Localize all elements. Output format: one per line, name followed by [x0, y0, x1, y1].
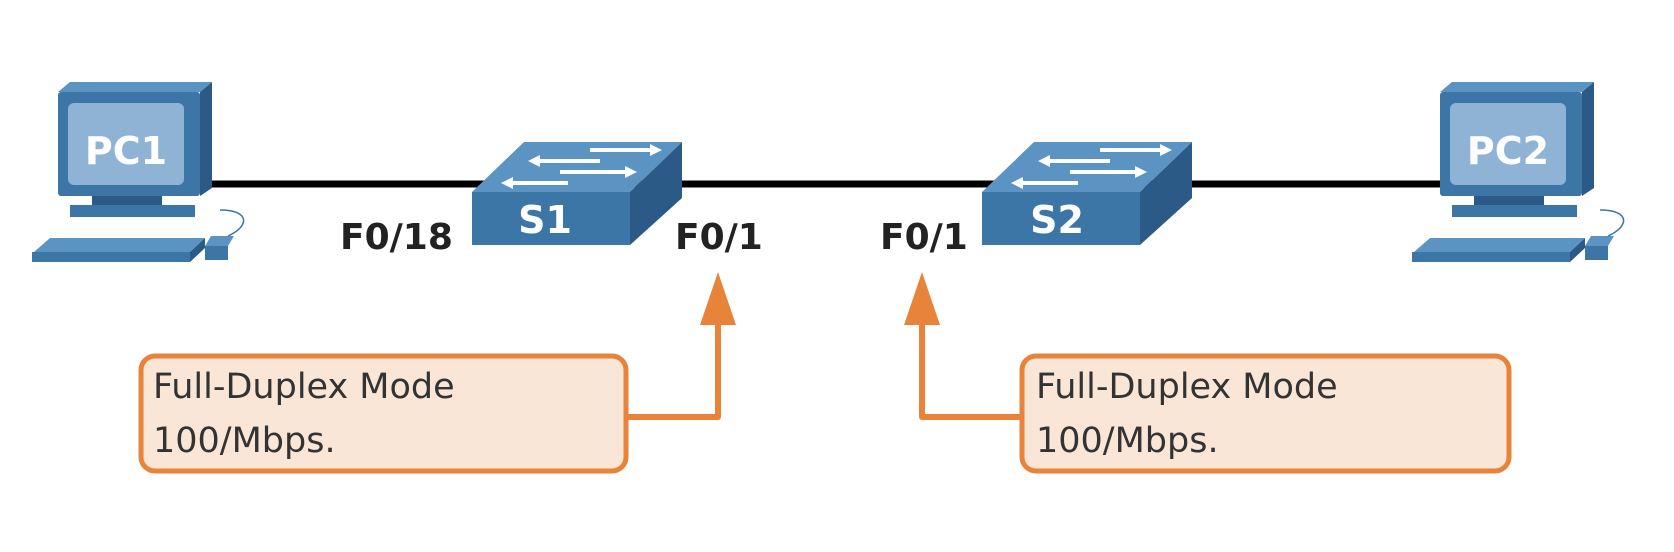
s1-label: S1 — [518, 198, 572, 242]
s1-port-f0-1-label: F0/1 — [675, 217, 763, 258]
callout-1-arrow — [626, 272, 736, 420]
pc2-label: PC2 — [1467, 129, 1549, 173]
callout-2-line1: Full-Duplex Mode — [1036, 367, 1338, 407]
pc1-label: PC1 — [85, 129, 167, 173]
s1-port-f0-18-label: F0/18 — [340, 217, 453, 258]
callout-1-line1: Full-Duplex Mode — [153, 367, 455, 407]
callout-box-1: Full-Duplex Mode 100/Mbps. — [138, 353, 629, 474]
pc2-computer-icon: PC2 — [1412, 82, 1625, 262]
s2-port-f0-1-label: F0/1 — [880, 217, 968, 258]
callout-2-arrow — [904, 272, 1022, 420]
pc1-computer-icon: PC1 — [32, 82, 245, 262]
s1-switch-icon: S1 — [472, 142, 682, 245]
s2-switch-icon: S2 — [982, 142, 1192, 245]
callout-1-line2: 100/Mbps. — [153, 421, 336, 461]
s2-label: S2 — [1030, 198, 1084, 242]
callout-box-2: Full-Duplex Mode 100/Mbps. — [1019, 353, 1512, 474]
callout-2-line2: 100/Mbps. — [1036, 421, 1219, 461]
